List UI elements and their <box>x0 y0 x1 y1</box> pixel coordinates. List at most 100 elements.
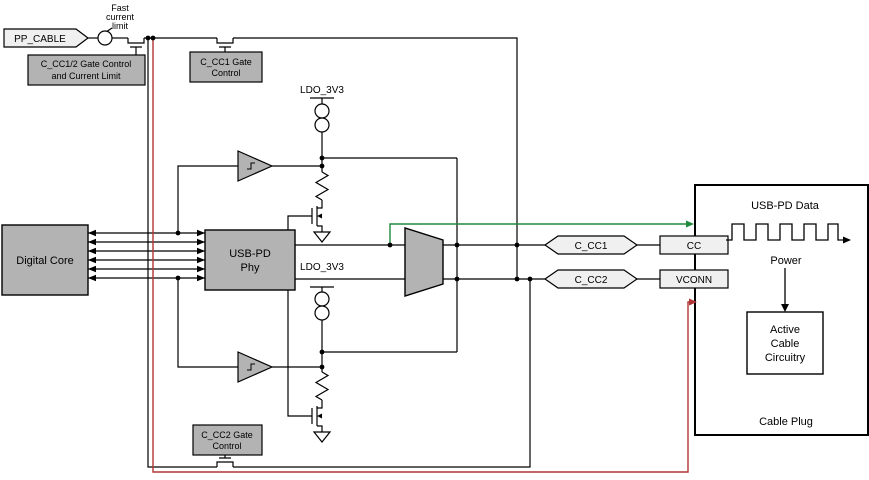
ground-top-icon <box>312 231 332 243</box>
bus-arrow-left <box>88 247 96 255</box>
usb-pd-data-arrow-icon <box>843 236 851 244</box>
ground-bottom-icon <box>312 431 332 443</box>
cc1-gate-label-2: Control <box>211 68 240 78</box>
vconn-pin-box <box>659 269 729 289</box>
bus-arrow-left <box>88 265 96 273</box>
fet-top-source <box>317 225 323 232</box>
vconn-pin-label: VCONN <box>676 275 712 286</box>
cc12-gate-label-2: and Current Limit <box>51 71 121 81</box>
junction-dot <box>175 275 181 281</box>
resistor-bottom <box>314 371 330 401</box>
current-limit-icon <box>97 30 113 46</box>
amp1-input-wire <box>177 165 238 233</box>
pp-cable-label: PP_CABLE <box>14 34 66 45</box>
junction-dot <box>319 349 325 355</box>
junction-dot <box>527 276 533 282</box>
usb-pd-data-waveform-icon <box>726 223 844 241</box>
bus-arrow-left <box>88 238 96 246</box>
current-source-top-2 <box>314 117 330 133</box>
wire-left-vertical-bottom-rail <box>147 38 217 468</box>
ldo-bottom-label: LDO_3V3 <box>300 262 344 273</box>
cc1-gate-label-1: C_CC1 Gate <box>200 57 252 67</box>
cable-plug-box <box>694 184 869 436</box>
junction-dot <box>387 242 393 248</box>
net-cc1-tag <box>543 235 639 255</box>
usb-pd-data-label: USB-PD Data <box>751 200 820 212</box>
comparator-top <box>237 150 274 182</box>
bus-arrow-left <box>88 229 96 237</box>
wire-top-rail-4 <box>233 37 518 279</box>
ldo-top-label: LDO_3V3 <box>300 85 344 96</box>
cc2-gate-label-1: C_CC2 Gate <box>201 430 253 440</box>
resistor-top <box>314 171 330 201</box>
junction-dots <box>145 35 533 370</box>
power-arrow-icon <box>781 304 789 312</box>
bus-arrow-right <box>197 256 205 264</box>
pp-cable-tag <box>3 28 89 48</box>
bus-arrow-right <box>197 229 205 237</box>
fet-bottom-drain <box>317 400 323 409</box>
fet2-body <box>216 38 234 44</box>
fet2-gate <box>219 46 231 52</box>
bus-arrow-right <box>197 274 205 282</box>
usbpd-phy-label-2: Phy <box>241 262 260 274</box>
cc-path-green <box>389 223 686 245</box>
net-cc2-label: C_CC2 <box>575 275 608 286</box>
cable-plug-label: Cable Plug <box>759 416 813 428</box>
vconn-path-arrow-icon <box>689 298 697 306</box>
power-label: Power <box>770 255 802 267</box>
junction-dot <box>514 276 520 282</box>
fet-bottom-gate <box>287 290 313 424</box>
comparator-bottom <box>237 351 274 383</box>
digital-core-box <box>1 224 89 296</box>
cc-path-arrow-icon <box>686 220 694 228</box>
fast-limit-label-2: current <box>106 12 135 22</box>
junction-dot <box>145 35 151 41</box>
cc12-gate-control-box <box>27 54 146 86</box>
active-cable-label-3: Circuitry <box>765 352 806 364</box>
fast-limit-label-1: Fast <box>111 3 129 13</box>
bus-arrow-left <box>88 256 96 264</box>
cc2-gate-label-2: Control <box>212 441 241 451</box>
junction-dot <box>514 242 520 248</box>
junction-dot <box>175 230 181 236</box>
junction-dot <box>454 276 460 282</box>
junction-dot <box>319 155 325 161</box>
junction-dot <box>454 242 460 248</box>
wire-bottom-rail-right <box>233 279 531 468</box>
fast-limit-label-3: limit <box>112 21 128 31</box>
current-source-bottom-2 <box>314 305 330 321</box>
bus-arrow-right <box>197 265 205 273</box>
usbpd-phy-label-1: USB-PD <box>229 248 271 260</box>
fet1-body <box>127 38 145 44</box>
comparator-top-hysteresis-icon <box>247 162 255 170</box>
net-cc2-tag <box>543 269 639 289</box>
junction-dot <box>319 364 325 370</box>
cc1-gate-control-box <box>189 51 263 83</box>
cc2-gate-control-box <box>192 424 263 456</box>
cc-pin-label: CC <box>687 241 701 252</box>
active-cable-circuitry-box <box>746 311 824 375</box>
cc-pin-box <box>659 235 729 255</box>
wires <box>88 27 660 468</box>
fet1-gate <box>130 46 142 55</box>
digital-core-label: Digital Core <box>16 255 73 267</box>
cc12-gate-label-1: C_CC1/2 Gate Control <box>41 59 132 69</box>
mux <box>404 227 444 297</box>
bus-arrowheads <box>88 229 205 282</box>
comparator-bottom-hysteresis-icon <box>247 363 255 371</box>
vconn-path-red <box>152 38 689 473</box>
fet3-body <box>216 461 234 467</box>
current-source-top-1 <box>314 103 330 119</box>
labels: Fast current limit PP_CABLE C_CC1/2 Gate… <box>14 3 820 451</box>
junction-dot <box>319 163 325 169</box>
bus-arrow-right <box>197 238 205 246</box>
fet-bottom-arrow-icon <box>317 413 322 419</box>
active-cable-label-2: Cable <box>771 338 800 350</box>
fet-top-arrow-icon <box>317 213 322 219</box>
active-cable-label-1: Active <box>770 324 800 336</box>
fet-top-drain <box>317 200 323 209</box>
net-cc1-label: C_CC1 <box>575 241 608 252</box>
